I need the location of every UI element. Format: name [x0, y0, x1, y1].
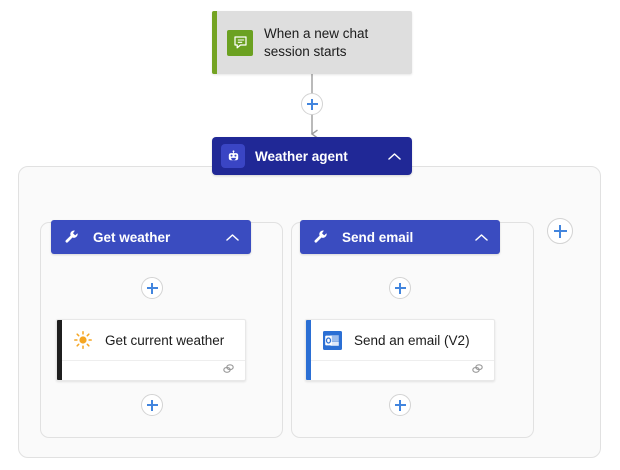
- wrench-icon: [61, 226, 83, 248]
- add-tool-button[interactable]: [547, 218, 573, 244]
- action-label: Send an email (V2): [354, 332, 470, 348]
- add-step-button-right-bottom[interactable]: [389, 394, 411, 416]
- agent-title: Weather agent: [255, 148, 348, 164]
- action-accent-bar: [306, 320, 311, 380]
- add-step-button-left-bottom[interactable]: [141, 394, 163, 416]
- tool-title: Send email: [342, 229, 414, 245]
- action-footer: [62, 361, 245, 380]
- action-card-get-current-weather[interactable]: Get current weather: [56, 319, 246, 381]
- trigger-body: When a new chat session starts: [217, 25, 409, 61]
- outlook-icon: [321, 329, 343, 351]
- plus-glyph-vertical: [151, 399, 153, 411]
- chevron-up-icon[interactable]: [472, 228, 490, 246]
- action-inner: Send an email (V2): [311, 320, 494, 380]
- plus-glyph-vertical: [399, 399, 401, 411]
- action-inner: Get current weather: [62, 320, 245, 380]
- robot-icon: [221, 144, 245, 168]
- tool-node-send-email[interactable]: Send email: [300, 220, 500, 254]
- trigger-accent-bar: [212, 11, 217, 74]
- chat-bubble-icon: [227, 29, 253, 56]
- action-header: Send an email (V2): [311, 320, 494, 361]
- sun-icon: [72, 329, 94, 351]
- tool-title: Get weather: [93, 229, 171, 245]
- plus-glyph-vertical: [311, 98, 313, 110]
- trigger-label: When a new chat session starts: [264, 25, 369, 59]
- plus-glyph-vertical: [399, 282, 401, 294]
- action-card-send-an-email[interactable]: Send an email (V2): [305, 319, 495, 381]
- trigger-card[interactable]: When a new chat session starts: [212, 11, 412, 74]
- chevron-up-icon[interactable]: [385, 147, 403, 165]
- plus-glyph-vertical: [151, 282, 153, 294]
- action-footer: [311, 361, 494, 380]
- add-step-button-right-branch[interactable]: [389, 277, 411, 299]
- action-accent-bar: [57, 320, 62, 380]
- wrench-icon: [310, 226, 332, 248]
- add-step-button-left-branch[interactable]: [141, 277, 163, 299]
- chevron-up-icon[interactable]: [223, 228, 241, 246]
- connector-plug-icon[interactable]: [470, 361, 485, 380]
- plus-glyph-vertical: [559, 224, 561, 238]
- action-header: Get current weather: [62, 320, 245, 361]
- tool-node-get-weather[interactable]: Get weather: [51, 220, 251, 254]
- action-label: Get current weather: [105, 332, 225, 348]
- add-step-button-trigger-to-agent[interactable]: [301, 93, 323, 115]
- connector-plug-icon[interactable]: [221, 361, 236, 380]
- agent-node-weather-agent[interactable]: Weather agent: [212, 137, 412, 175]
